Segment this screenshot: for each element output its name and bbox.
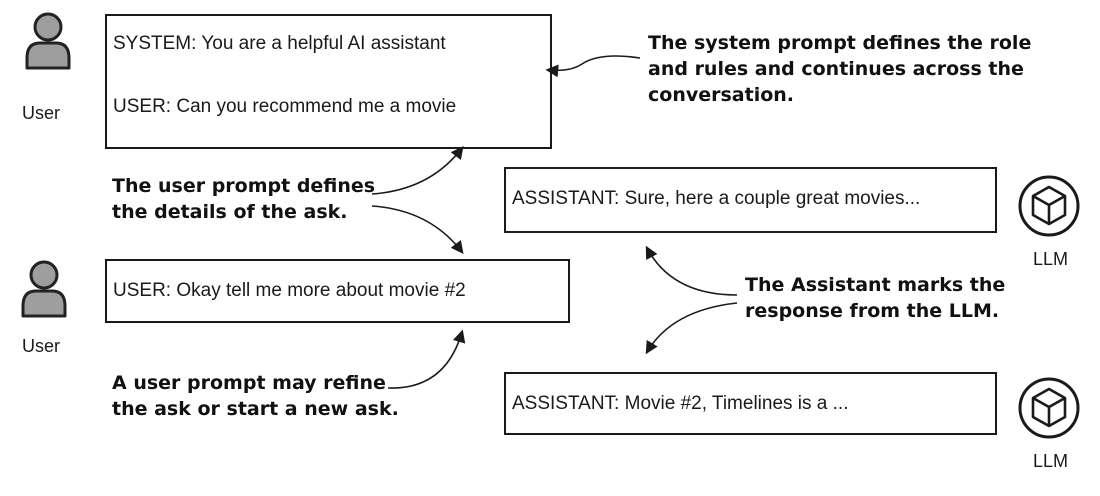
refine-prompt-annotation: A user prompt may refine the ask or star… (112, 372, 399, 420)
assistant-message: ASSISTANT: Sure, here a couple great mov… (512, 188, 921, 209)
assistant-annotation: The Assistant marks the response from th… (745, 274, 1006, 322)
llm-role-label: LLM (1033, 451, 1069, 471)
user-icon (21, 260, 67, 318)
user-note-arrow-down (371, 205, 464, 255)
cube-icon (1018, 175, 1080, 237)
assistant-note-arrow-down (645, 302, 738, 355)
system-user-message-box (105, 14, 552, 149)
assistant-followup-message-box (504, 372, 997, 435)
assistant-followup-message: ASSISTANT: Movie #2, Timelines is a ... (512, 393, 849, 414)
refine-note-arrow (387, 329, 466, 389)
assistant-message-box (504, 167, 997, 233)
user-prompt-annotation: The user prompt defines the details of t… (112, 175, 376, 223)
system-message: SYSTEM: You are a helpful AI assistant (113, 33, 446, 54)
user-role-label: User (22, 103, 61, 123)
user-role-label: User (22, 336, 61, 356)
user-icon (25, 12, 71, 70)
user-message: USER: Can you recommend me a movie (113, 96, 457, 117)
user-note-arrow-up (371, 145, 464, 195)
system-prompt-annotation: The system prompt defines the role and r… (648, 32, 1032, 106)
user-followup-message-box (105, 259, 570, 323)
system-note-arrow (545, 55, 641, 78)
assistant-note-arrow-up (645, 245, 738, 296)
llm-role-label: LLM (1033, 249, 1069, 269)
cube-icon (1018, 377, 1080, 439)
user-followup-message: USER: Okay tell me more about movie #2 (113, 280, 466, 301)
